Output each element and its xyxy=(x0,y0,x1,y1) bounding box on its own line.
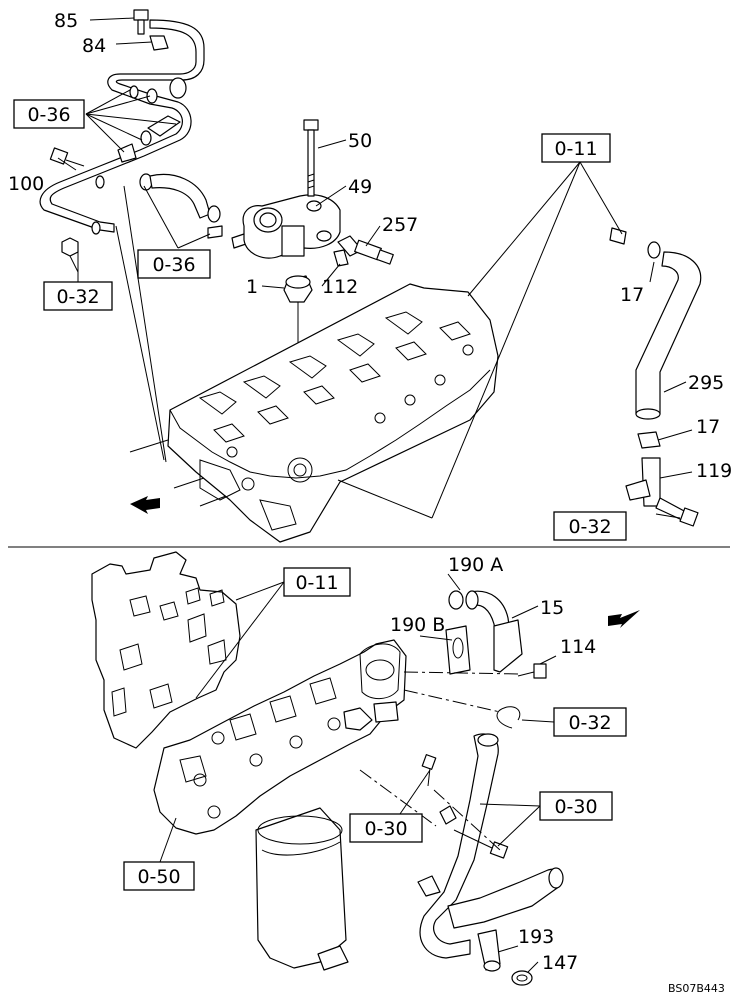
ref-box-0-30-a[interactable]: 0-30 xyxy=(539,791,613,821)
svg-text:0-32: 0-32 xyxy=(568,712,611,734)
oil-filter xyxy=(255,807,349,971)
part-label-50: 50 xyxy=(348,130,372,152)
part-label-114: 114 xyxy=(560,636,596,658)
sensor-257 xyxy=(333,235,394,267)
part-label-257: 257 xyxy=(382,214,418,236)
thermostat-housing xyxy=(231,194,341,259)
bolt-114 xyxy=(517,663,547,679)
part-label-112: 112 xyxy=(322,276,358,298)
svg-text:0-32: 0-32 xyxy=(56,286,99,308)
engine-block xyxy=(91,551,241,749)
svg-text:0-36: 0-36 xyxy=(27,104,70,126)
cylinder-head xyxy=(129,283,499,543)
svg-text:0-30: 0-30 xyxy=(554,796,597,818)
part-label-190a: 190 A xyxy=(448,554,503,576)
part-label-147: 147 xyxy=(542,952,578,974)
part-label-193: 193 xyxy=(518,926,554,948)
oil-cooler-module xyxy=(153,639,407,835)
part-label-1: 1 xyxy=(246,276,258,298)
part-label-49: 49 xyxy=(348,176,372,198)
part-label-84: 84 xyxy=(82,35,106,57)
leader-lines-top xyxy=(57,17,693,519)
pipe-193 xyxy=(417,733,564,986)
ref-box-0-36-a[interactable]: 0-36 xyxy=(13,99,85,129)
bolt-50 xyxy=(303,119,319,197)
ref-box-0-32-b[interactable]: 0-32 xyxy=(553,511,627,541)
o-ring xyxy=(496,706,521,729)
leader-lines-bottom xyxy=(159,573,557,973)
part-label-295: 295 xyxy=(688,372,724,394)
ref-box-0-32-a[interactable]: 0-32 xyxy=(43,281,113,311)
part-label-85: 85 xyxy=(54,10,78,32)
part-label-17-a: 17 xyxy=(620,284,644,306)
ref-box-0-36-b[interactable]: 0-36 xyxy=(137,249,211,279)
svg-text:0-11: 0-11 xyxy=(295,572,338,594)
part-label-119: 119 xyxy=(696,460,732,482)
small-hose xyxy=(139,173,223,239)
part-label-190b: 190 B xyxy=(390,614,445,636)
ref-box-0-11-b[interactable]: 0-11 xyxy=(283,567,351,597)
svg-text:0-30: 0-30 xyxy=(364,818,407,840)
drawing-code: BS07B443 xyxy=(668,982,725,995)
part-label-17-b: 17 xyxy=(696,416,720,438)
svg-text:0-50: 0-50 xyxy=(137,866,180,888)
svg-text:0-11: 0-11 xyxy=(554,138,597,160)
part-label-15: 15 xyxy=(540,597,564,619)
ref-box-0-50[interactable]: 0-50 xyxy=(123,861,195,891)
svg-text:0-32: 0-32 xyxy=(568,516,611,538)
bypass-tube-assembly xyxy=(39,9,205,257)
ref-box-0-11-a[interactable]: 0-11 xyxy=(541,133,611,163)
ref-box-0-32-c[interactable]: 0-32 xyxy=(553,707,627,737)
ref-box-0-30-b[interactable]: 0-30 xyxy=(349,813,423,843)
tube-15 xyxy=(445,590,523,675)
right-hose-assembly xyxy=(609,227,702,527)
svg-text:0-36: 0-36 xyxy=(152,254,195,276)
center-lines xyxy=(359,671,521,851)
front-arrow-icon xyxy=(130,496,160,514)
part-label-100: 100 xyxy=(8,173,44,195)
front-arrow-icon xyxy=(608,610,640,628)
